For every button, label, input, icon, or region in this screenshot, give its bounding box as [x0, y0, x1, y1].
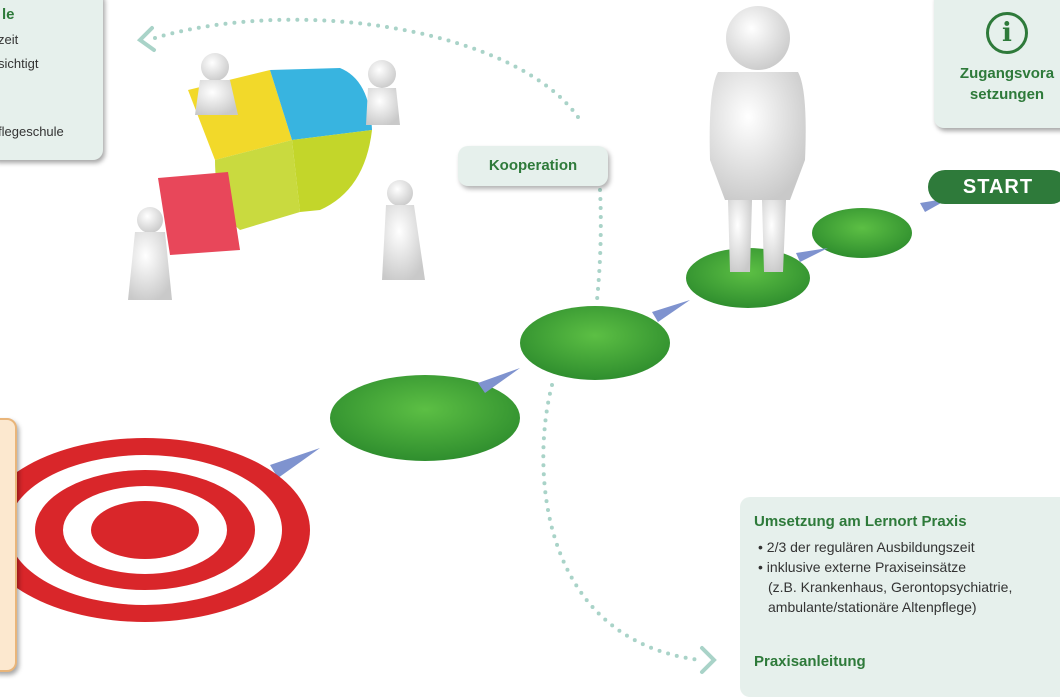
bullet-item: ambulante/stationäre Altenpflege): [768, 599, 977, 615]
person-figure: [709, 6, 806, 272]
dotted-connector-bottom: [541, 383, 702, 662]
bullet-item: • 2/3 der regulären Ausbildungszeit: [758, 539, 975, 555]
info-icon: i: [986, 12, 1028, 54]
box-subtitle: Praxisanleitung: [754, 653, 866, 670]
step-ellipse-2: [330, 375, 520, 461]
dotted-connector-top: [153, 17, 582, 122]
box-title: Umsetzung am Lernort Praxis: [754, 513, 967, 530]
info-box-lernort-praxis: Umsetzung am Lernort Praxis • 2/3 der re…: [740, 497, 1060, 697]
box-label: setzungen: [969, 86, 1045, 103]
box-line: flegeschule: [0, 124, 64, 139]
step-ellipse-3: [520, 306, 670, 380]
dotted-arrowhead-left: [136, 26, 156, 52]
box-line: zeit: [0, 32, 19, 47]
step-ellipse-5: [812, 208, 912, 258]
start-badge[interactable]: START: [928, 170, 1060, 204]
box-line: sichtigt: [0, 56, 39, 71]
info-box-zugangsvoraussetzungen[interactable]: i Zugangsvora setzungen: [934, 0, 1060, 128]
target-bullseye: [0, 438, 310, 622]
box-title: le: [2, 6, 15, 23]
path-arrows: [270, 198, 950, 478]
info-box-top-left: le zeit sichtigt flegeschule: [0, 0, 103, 160]
dotted-arrowhead-right: [700, 646, 717, 674]
puzzle-teamwork-illustration: [128, 53, 425, 300]
bullet-item: • inklusive externe Praxiseinsätze: [758, 559, 966, 575]
kooperation-label[interactable]: Kooperation: [458, 146, 608, 186]
diagram-canvas: [0, 6, 950, 674]
dotted-connector-koop-down: [595, 188, 603, 302]
info-box-left: [0, 418, 17, 672]
box-label: Zugangsvora: [959, 65, 1055, 82]
bullet-item: (z.B. Krankenhaus, Gerontopsychiatrie,: [768, 579, 1013, 595]
